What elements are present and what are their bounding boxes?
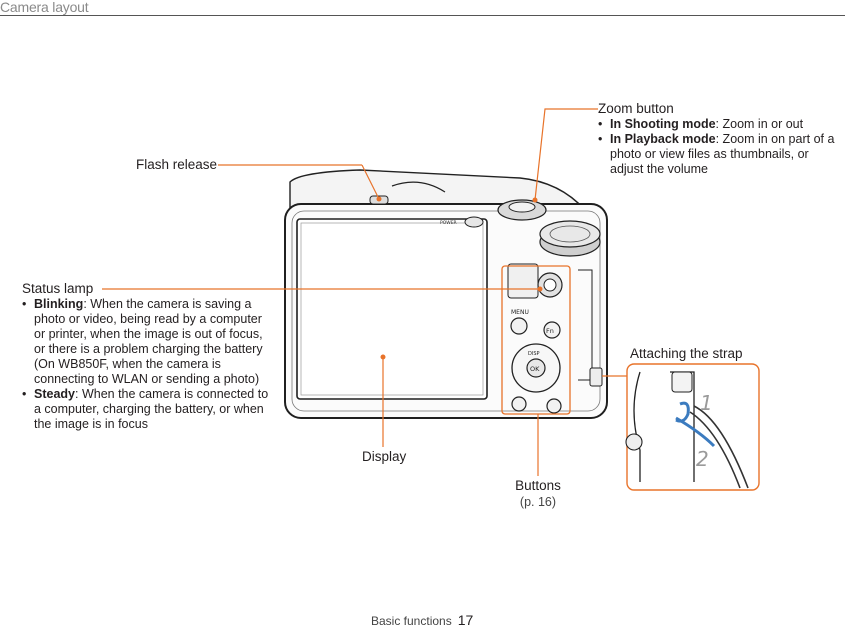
zoom-button-title: Zoom button	[598, 101, 674, 116]
ok-mark: OK	[530, 365, 540, 373]
delete-button	[546, 398, 562, 414]
status-lamp-callout: Status lamp •Blinking: When the camera i…	[22, 281, 272, 432]
display-label: Display	[362, 449, 407, 464]
ok-button	[526, 358, 546, 378]
buttons-highlight-frame	[501, 265, 571, 415]
disp-mark: DISP	[528, 351, 540, 357]
footer-section: Basic functions	[371, 614, 452, 628]
buttons-title: Buttons	[515, 478, 561, 493]
strap-step-2: 2	[696, 447, 709, 471]
buttons-callout: Buttons (p. 16)	[500, 478, 576, 510]
attaching-strap-title: Attaching the strap	[630, 346, 743, 361]
shutter-button	[508, 201, 536, 213]
strap-eyelet	[589, 367, 603, 387]
camera-body-inner	[291, 210, 601, 412]
zoom-bullet-playback: •In Playback mode: Zoom in on part of a …	[598, 132, 835, 176]
menu-button	[510, 317, 528, 335]
zoom-bullet-shooting: •In Shooting mode: Zoom in or out	[598, 117, 804, 131]
zoom-callout-line	[534, 108, 598, 201]
mode-dial-top	[539, 220, 601, 248]
page-number: 17	[457, 612, 474, 628]
power-mark: POWER	[440, 220, 457, 226]
strap-step-1: 1	[700, 391, 713, 415]
buttons-page-ref[interactable]: (p. 16)	[519, 495, 557, 509]
section-title: Camera layout	[0, 0, 89, 15]
flash-release-label: Flash release	[136, 157, 218, 172]
display-screen	[296, 218, 488, 400]
power-button	[464, 216, 484, 228]
menu-mark: MENU	[511, 309, 529, 316]
playback-button	[511, 396, 527, 412]
fn-button	[543, 321, 561, 339]
zoom-button-callout: Zoom button •In Shooting mode: Zoom in o…	[598, 101, 838, 177]
page-header: Camera layout	[0, 0, 845, 16]
status-bullet-blinking: •Blinking: When the camera is saving a p…	[22, 297, 263, 386]
status-lamp-title: Status lamp	[22, 281, 94, 296]
page-footer: Basic functions 17	[371, 612, 473, 628]
fn-mark: Fn	[546, 327, 554, 335]
status-bullet-steady: •Steady: When the camera is connected to…	[22, 387, 269, 431]
lens-bump	[391, 181, 446, 193]
